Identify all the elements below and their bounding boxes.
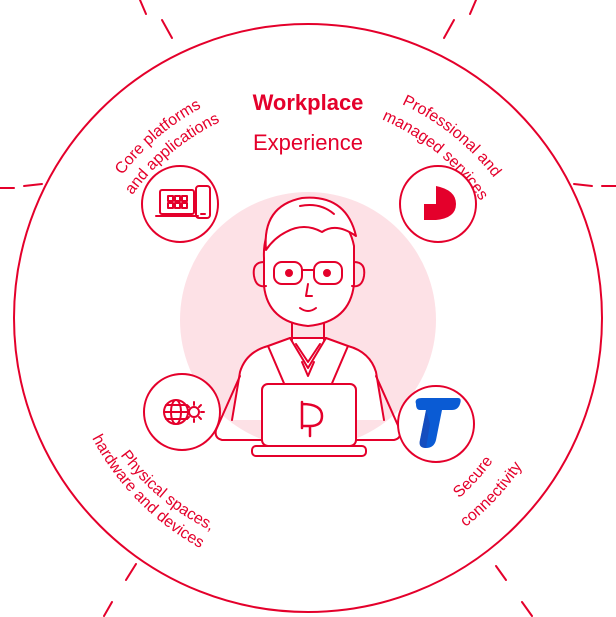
computer-devices-icon (155, 185, 211, 219)
globe-gear-icon (163, 399, 205, 425)
badge-physical-spaces (143, 373, 221, 451)
title-bold: Workplace (253, 90, 364, 115)
title-normal: Experience (253, 130, 363, 155)
laptop-icon (251, 383, 367, 457)
badge-core-platforms (141, 165, 219, 243)
badge-secure-connectivity (397, 385, 475, 463)
badge-professional-services (399, 165, 477, 243)
telstra-logo-icon (415, 398, 461, 448)
professional-services-logo-icon (424, 186, 456, 220)
